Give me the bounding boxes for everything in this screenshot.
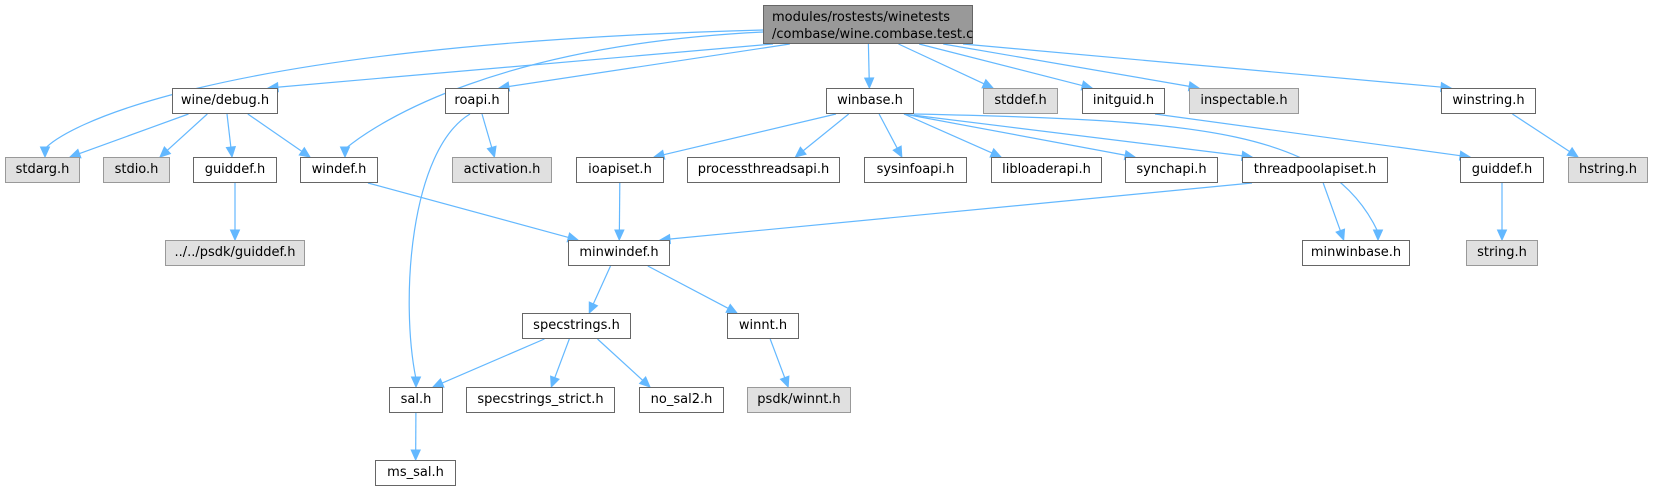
edge-winbase-to-ioapiset bbox=[662, 113, 837, 156]
edge-wine_debug-to-stdio bbox=[166, 113, 208, 152]
edge-winnt-to-psdk_winnt bbox=[769, 338, 786, 379]
arrowhead-winbase-to-sysinfoapi bbox=[892, 145, 903, 159]
edge-root-to-stdarg bbox=[44, 29, 764, 150]
node-string[interactable]: string.h bbox=[1466, 240, 1538, 266]
arrowhead-root-to-winbase bbox=[863, 77, 875, 90]
node-windef[interactable]: windef.h bbox=[300, 157, 378, 183]
node-winnt[interactable]: winnt.h bbox=[727, 313, 799, 339]
node-winstring[interactable]: winstring.h bbox=[1441, 88, 1536, 114]
arrowhead-ioapiset-to-minwindef bbox=[614, 229, 625, 242]
arrowhead-winbase-to-minwinbase bbox=[1372, 229, 1384, 242]
edge-wine_debug-to-stdarg bbox=[78, 113, 189, 155]
node-no-sal2[interactable]: no_sal2.h bbox=[639, 387, 724, 413]
arrowhead-specstrings-to-specstrings_strict bbox=[550, 375, 560, 389]
node-sal[interactable]: sal.h bbox=[389, 387, 443, 413]
node-psdk-guiddef[interactable]: ../../psdk/guiddef.h bbox=[165, 240, 305, 266]
arrowhead-winbase-to-libloaderapi bbox=[989, 147, 1003, 158]
edge-root-to-stddef bbox=[898, 43, 986, 85]
edge-threadpoolapiset-to-minwindef bbox=[668, 182, 1253, 240]
node-specstrings[interactable]: specstrings.h bbox=[522, 313, 631, 339]
edge-minwindef-to-winnt bbox=[647, 265, 730, 310]
node-sysinfoapi[interactable]: sysinfoapi.h bbox=[864, 157, 967, 183]
arrowhead-root-to-stdarg bbox=[39, 146, 51, 159]
arrowhead-winbase-to-processthreadsapi bbox=[794, 146, 807, 158]
edge-root-to-roapi bbox=[507, 43, 790, 88]
edge-specstrings-to-specstrings_strict bbox=[553, 338, 570, 379]
arrowhead-roapi-to-sal bbox=[410, 376, 422, 389]
arrowhead-minwindef-to-winnt bbox=[725, 303, 739, 314]
edge-roapi-to-sal bbox=[408, 113, 471, 380]
node-guiddef-2[interactable]: guiddef.h bbox=[1460, 157, 1544, 183]
arrowhead-root-to-stddef bbox=[981, 78, 995, 89]
arrowhead-specstrings-to-sal bbox=[431, 378, 445, 388]
node-processthreadsapi[interactable]: processthreadsapi.h bbox=[687, 157, 840, 183]
node-initguid[interactable]: initguid.h bbox=[1082, 88, 1165, 114]
arrowhead-specstrings-to-no_sal2 bbox=[638, 376, 651, 388]
root-label-line2: /combase/wine.combase.test.c bbox=[772, 27, 974, 42]
edge-winbase-to-threadpoolapiset bbox=[903, 113, 1244, 157]
edge-roapi-to-activation bbox=[481, 113, 493, 149]
arrowhead-wine_debug-to-windef bbox=[298, 146, 312, 158]
node-stdarg[interactable]: stdarg.h bbox=[5, 157, 80, 183]
node-stdio[interactable]: stdio.h bbox=[103, 157, 170, 183]
node-root-file[interactable]: modules/rostests/winetests /combase/wine… bbox=[763, 5, 973, 44]
node-libloaderapi[interactable]: libloaderapi.h bbox=[991, 157, 1102, 183]
edge-windef-to-minwindef bbox=[367, 182, 570, 239]
edge-wine_debug-to-guiddef1 bbox=[226, 113, 232, 149]
arrowhead-sal-to-ms_sal bbox=[410, 449, 421, 462]
edge-initguid-to-guiddef2 bbox=[1154, 113, 1462, 157]
node-activation[interactable]: activation.h bbox=[452, 157, 552, 183]
edge-threadpoolapiset-to-minwinbase bbox=[1322, 182, 1342, 232]
root-label-line1: modules/rostests/winetests bbox=[772, 10, 950, 25]
node-threadpoolapiset[interactable]: threadpoolapiset.h bbox=[1242, 157, 1388, 183]
node-specstrings-strict[interactable]: specstrings_strict.h bbox=[466, 387, 615, 413]
arrowhead-root-to-windef bbox=[339, 146, 351, 159]
edge-wine_debug-to-windef bbox=[247, 113, 303, 153]
edge-minwindef-to-specstrings bbox=[592, 265, 612, 306]
node-minwinbase[interactable]: minwinbase.h bbox=[1302, 240, 1410, 266]
node-psdk-winnt[interactable]: psdk/winnt.h bbox=[747, 387, 851, 413]
edge-winbase-to-minwinbase bbox=[913, 113, 1379, 233]
node-minwindef[interactable]: minwindef.h bbox=[568, 240, 670, 266]
node-roapi[interactable]: roapi.h bbox=[445, 88, 509, 114]
edge-root-to-initguid bbox=[918, 43, 1084, 87]
arrowhead-minwindef-to-specstrings bbox=[588, 301, 599, 315]
node-ioapiset[interactable]: ioapiset.h bbox=[576, 157, 664, 183]
node-winbase[interactable]: winbase.h bbox=[826, 88, 914, 114]
arrowhead-wine_debug-to-guiddef1 bbox=[225, 145, 237, 159]
edge-root-to-inspectable bbox=[943, 43, 1191, 88]
edge-winbase-to-synchapi bbox=[903, 113, 1127, 156]
edge-root-to-winbase bbox=[867, 43, 870, 80]
node-hstring[interactable]: hstring.h bbox=[1568, 157, 1648, 183]
arrowhead-roapi-to-activation bbox=[486, 145, 497, 159]
edge-specstrings-to-sal bbox=[441, 338, 545, 384]
arrowhead-guiddef1-to-psdk_guiddef bbox=[229, 229, 241, 242]
node-inspectable[interactable]: inspectable.h bbox=[1189, 88, 1299, 114]
node-synchapi[interactable]: synchapi.h bbox=[1125, 157, 1218, 183]
arrowhead-winnt-to-psdk_winnt bbox=[779, 375, 790, 389]
arrowhead-threadpoolapiset-to-minwinbase bbox=[1335, 228, 1346, 242]
arrowhead-wine_debug-to-stdio bbox=[159, 146, 172, 158]
arrowhead-guiddef2-to-string bbox=[1496, 229, 1508, 242]
node-stddef[interactable]: stddef.h bbox=[983, 88, 1058, 114]
node-ms-sal[interactable]: ms_sal.h bbox=[375, 460, 456, 486]
edge-winbase-to-sysinfoapi bbox=[878, 113, 899, 150]
edge-winstring-to-hstring bbox=[1512, 113, 1571, 153]
edge-winbase-to-processthreadsapi bbox=[802, 113, 850, 152]
edge-specstrings-to-no_sal2 bbox=[597, 338, 644, 382]
edge-winbase-to-libloaderapi bbox=[903, 113, 994, 154]
node-guiddef-1[interactable]: guiddef.h bbox=[193, 157, 277, 183]
arrowhead-winstring-to-hstring bbox=[1566, 146, 1580, 158]
edge-root-to-wine_debug bbox=[276, 43, 774, 88]
edge-root-to-windef bbox=[344, 31, 764, 150]
edge-root-to-winstring bbox=[962, 43, 1443, 88]
node-wine-debug[interactable]: wine/debug.h bbox=[172, 88, 278, 114]
